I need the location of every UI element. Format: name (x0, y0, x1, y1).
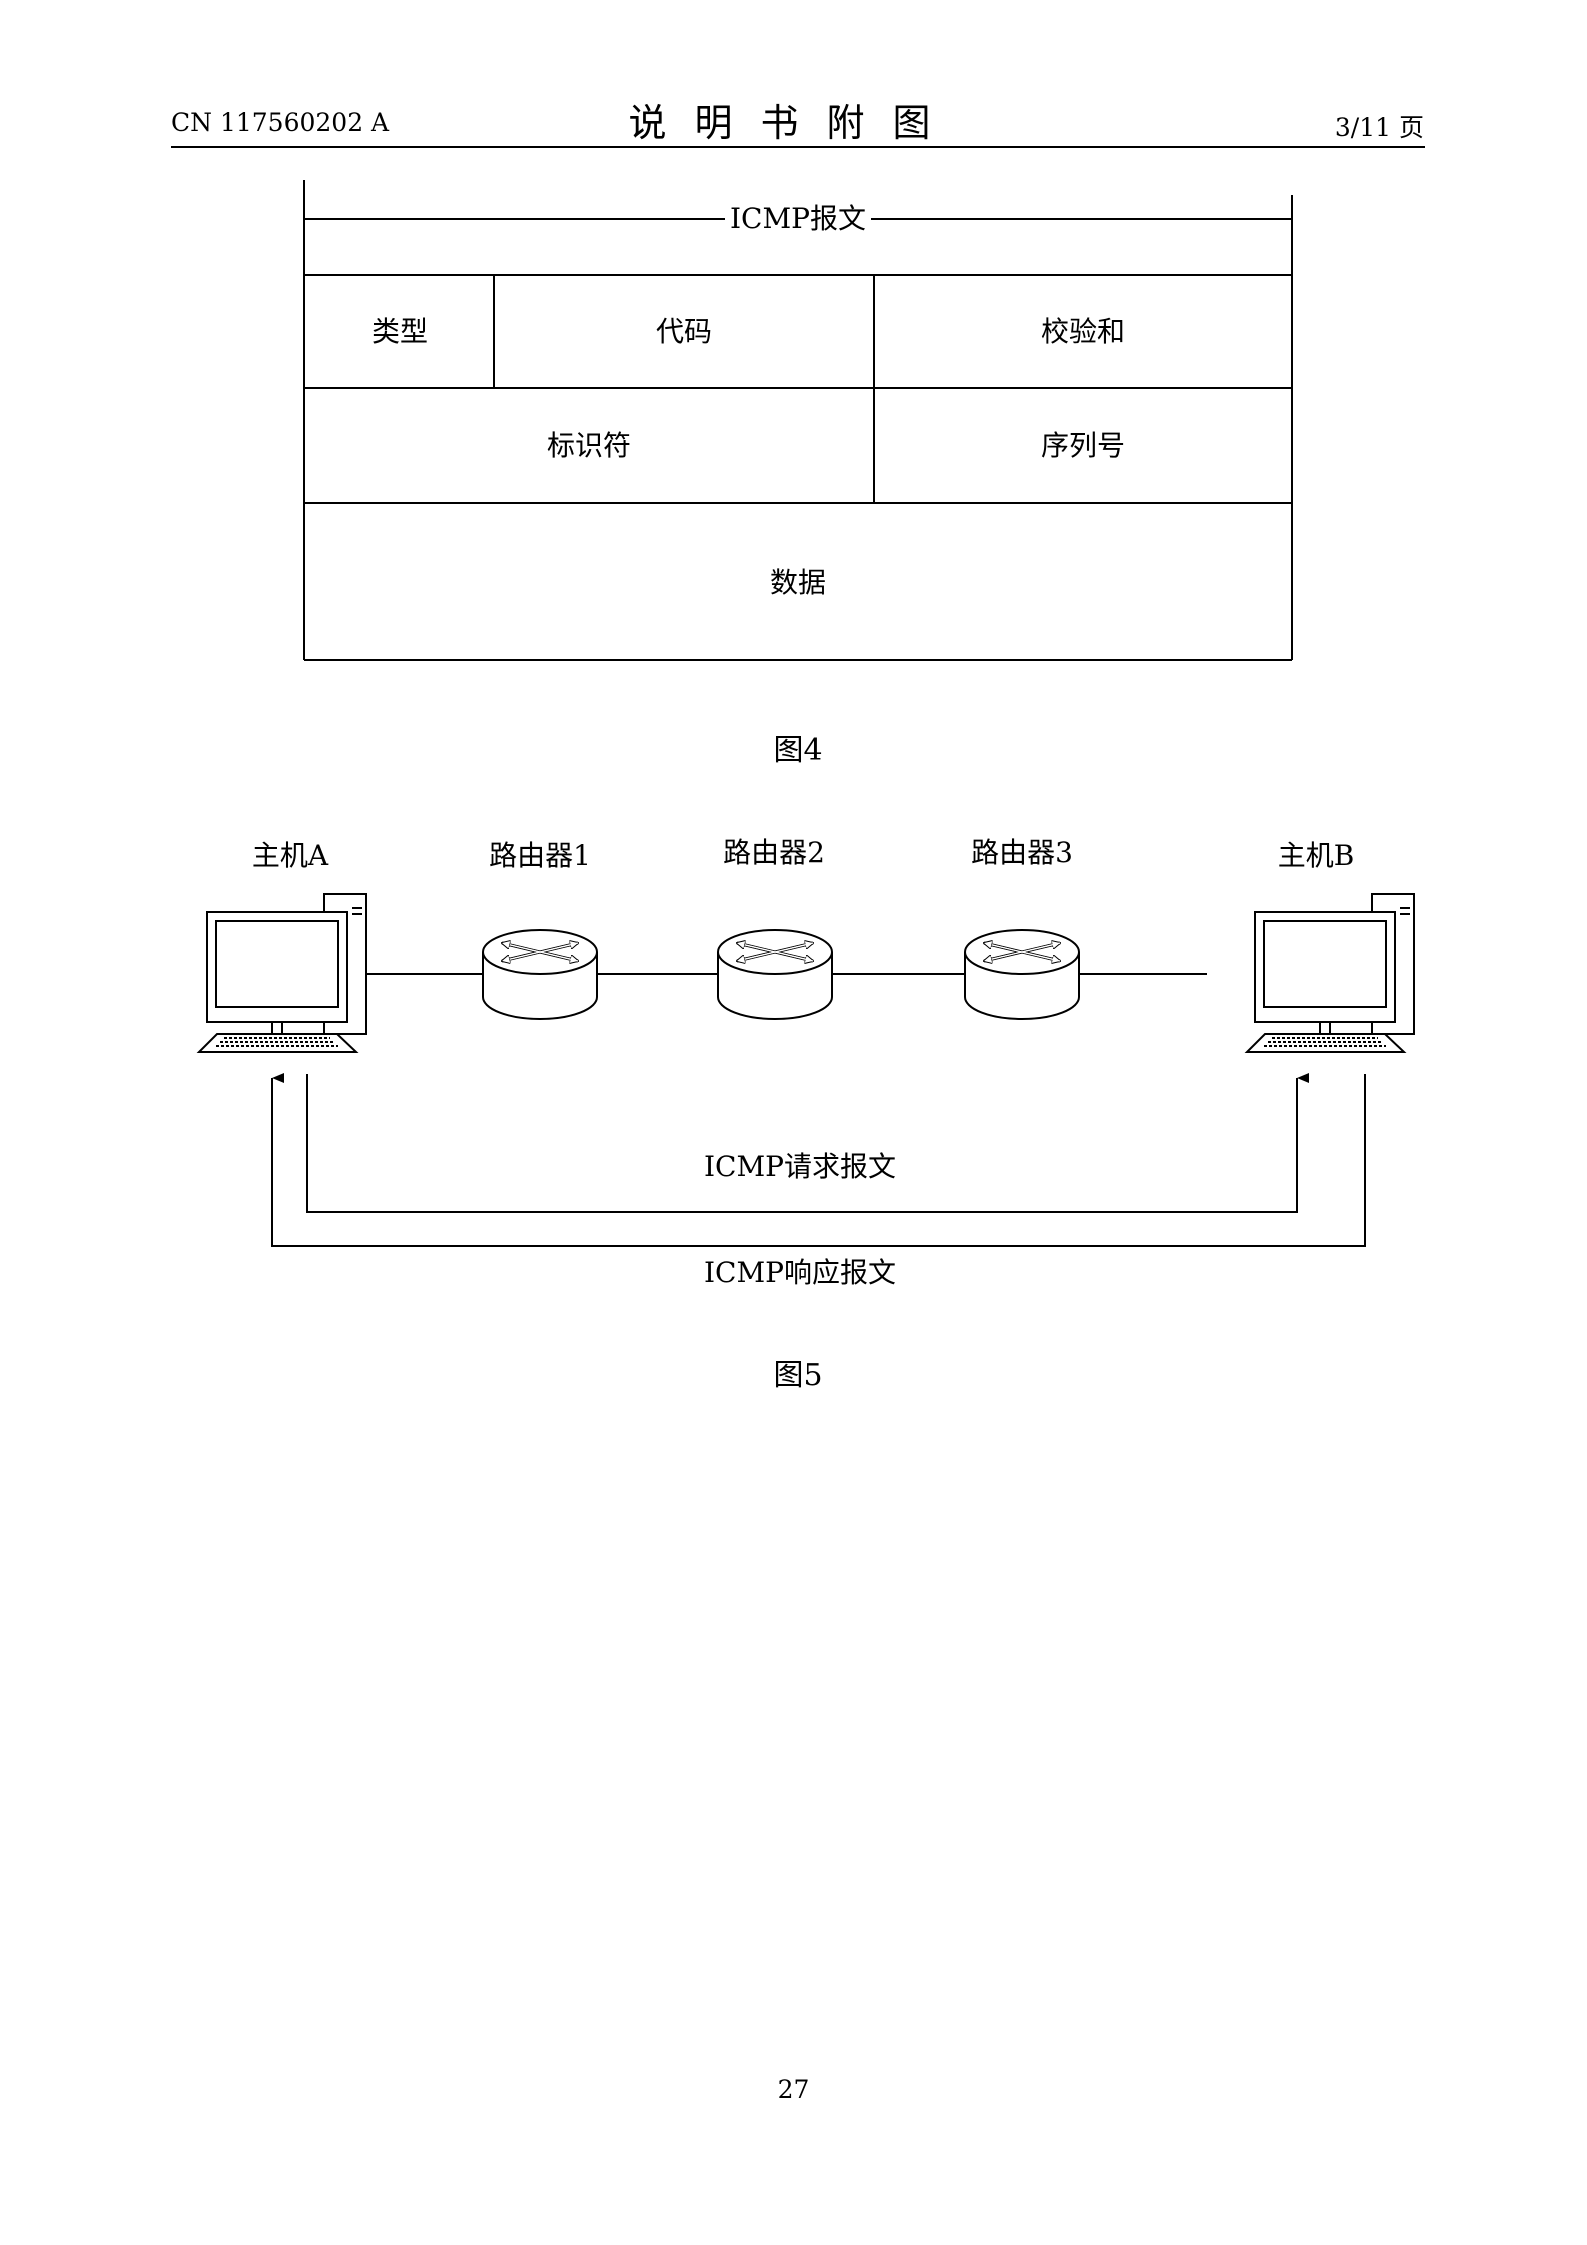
field-checksum: 校验和 (1041, 315, 1125, 348)
figure5-network-diagram: 主机A 路由器1 路由器2 路由器3 主机B ICMP请求报文 ICMP响应报文 (198, 836, 1415, 1289)
figure4-caption: 图4 (773, 733, 822, 768)
header-divider (171, 146, 1425, 148)
field-data: 数据 (770, 566, 826, 599)
field-sequence: 序列号 (1041, 429, 1125, 462)
request-arrow (306, 1073, 1309, 1213)
host-b-computer-icon (1246, 893, 1415, 1053)
figure5-caption: 图5 (773, 1358, 822, 1393)
document-number: CN 117560202 A (171, 108, 390, 137)
page-indicator: 3/11 页 (1334, 113, 1424, 142)
router1-icon (483, 930, 597, 1019)
icmp-packet-label: ICMP报文 (730, 202, 866, 235)
host-a-computer-icon (198, 893, 367, 1053)
field-type: 类型 (372, 315, 428, 348)
host-b-label: 主机B (1278, 839, 1355, 872)
router2-label: 路由器2 (723, 836, 825, 869)
router1-label: 路由器1 (489, 839, 591, 872)
response-arrow (271, 1073, 1366, 1247)
field-identifier: 标识符 (547, 429, 631, 462)
page-title: 说明书附图 (628, 101, 959, 145)
router3-icon (965, 930, 1079, 1019)
figure4-icmp-format: ICMP报文 类型 代码 校验和 标识符 序列号 数据 (303, 180, 1293, 661)
icmp-request-label: ICMP请求报文 (704, 1150, 896, 1183)
router3-label: 路由器3 (971, 836, 1073, 869)
router2-icon (718, 930, 832, 1019)
host-a-label: 主机A (252, 839, 329, 872)
icmp-response-label: ICMP响应报文 (704, 1256, 896, 1289)
page-number: 27 (777, 2075, 810, 2104)
field-code: 代码 (656, 315, 712, 348)
